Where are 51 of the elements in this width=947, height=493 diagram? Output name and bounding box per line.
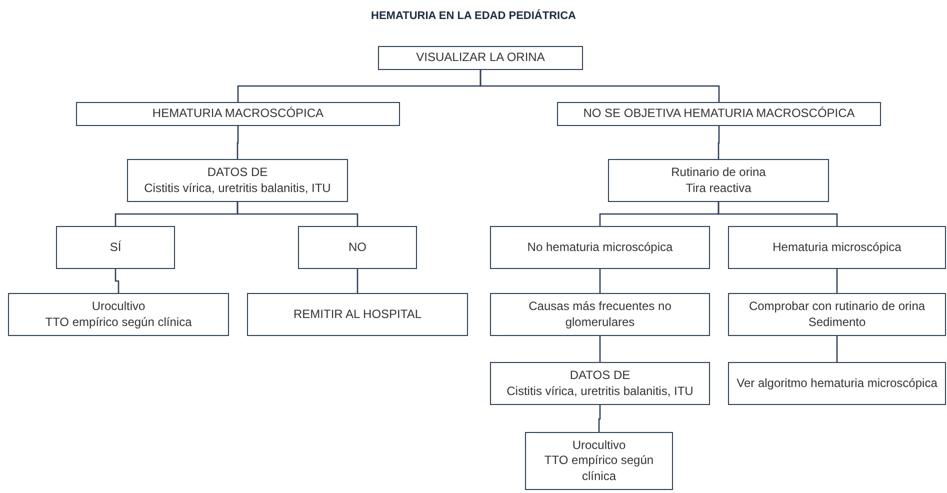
box-text: NO <box>348 240 366 256</box>
box-text: NO SE OBJETIVA HEMATURIA MACROSCÓPICA <box>583 106 855 122</box>
box-text: REMITIR AL HOSPITAL <box>293 306 422 322</box>
process-box <box>525 432 673 490</box>
connector-line <box>718 126 720 159</box>
connector-line <box>598 405 601 432</box>
box-text: Cistitis vírica, uretritis balanitis, ITU <box>144 180 331 196</box>
process-box <box>8 293 229 336</box>
connector-line <box>718 202 838 226</box>
process-box <box>608 159 829 202</box>
process-box <box>490 226 710 269</box>
connector-line <box>599 269 601 293</box>
box-text: SÍ <box>110 240 122 256</box>
box-text: Causas más frecuentes no glomerulares <box>528 298 672 330</box>
box-text: Cistitis vírica, uretritis balanitis, ITU <box>506 384 694 400</box>
connector-line <box>236 126 239 159</box>
process-box <box>56 226 175 269</box>
connector-line <box>114 269 120 293</box>
process-box <box>728 293 946 336</box>
process-box <box>378 46 583 70</box>
box-heading: Rutinario de orina <box>671 164 766 180</box>
process-box <box>76 102 400 126</box>
process-box <box>298 226 417 269</box>
connector-line <box>236 202 358 226</box>
box-text: Ver algoritmo hematuria microscópica <box>736 376 938 392</box>
box-heading: Urocultivo <box>572 438 626 454</box>
connector-line <box>480 70 720 102</box>
box-text: Hematuria microscópica <box>772 240 902 256</box>
box-text: TTO empírico según clínica <box>543 453 655 484</box>
process-box <box>557 102 881 126</box>
box-heading: Comprobar con rutinario de orina <box>748 298 926 314</box>
box-heading: Urocultivo <box>92 298 146 314</box>
process-box <box>728 226 946 269</box>
box-text: Tira reactiva <box>686 180 752 196</box>
box-text: HEMATURIA MACROSCÓPICA <box>152 106 324 122</box>
connector-line <box>836 336 838 362</box>
process-box <box>490 293 710 336</box>
connector-line <box>356 269 358 293</box>
box-text: VISUALIZAR LA ORINA <box>416 50 545 66</box>
process-box <box>728 362 946 405</box>
connector-line <box>599 336 601 362</box>
process-box <box>247 293 468 336</box>
process-box <box>490 362 710 405</box>
box-text: TTO empírico según clínica <box>45 314 192 330</box>
box-heading: DATOS DE <box>207 164 268 180</box>
box-text: Sedimento <box>808 314 866 330</box>
box-text: No hematuria microscópica <box>527 240 673 256</box>
diagram-title: HEMATURIA EN LA EDAD PEDIÁTRICA <box>370 10 577 22</box>
connector-line <box>836 269 838 293</box>
box-heading: DATOS DE <box>570 368 630 384</box>
process-box <box>127 159 348 202</box>
